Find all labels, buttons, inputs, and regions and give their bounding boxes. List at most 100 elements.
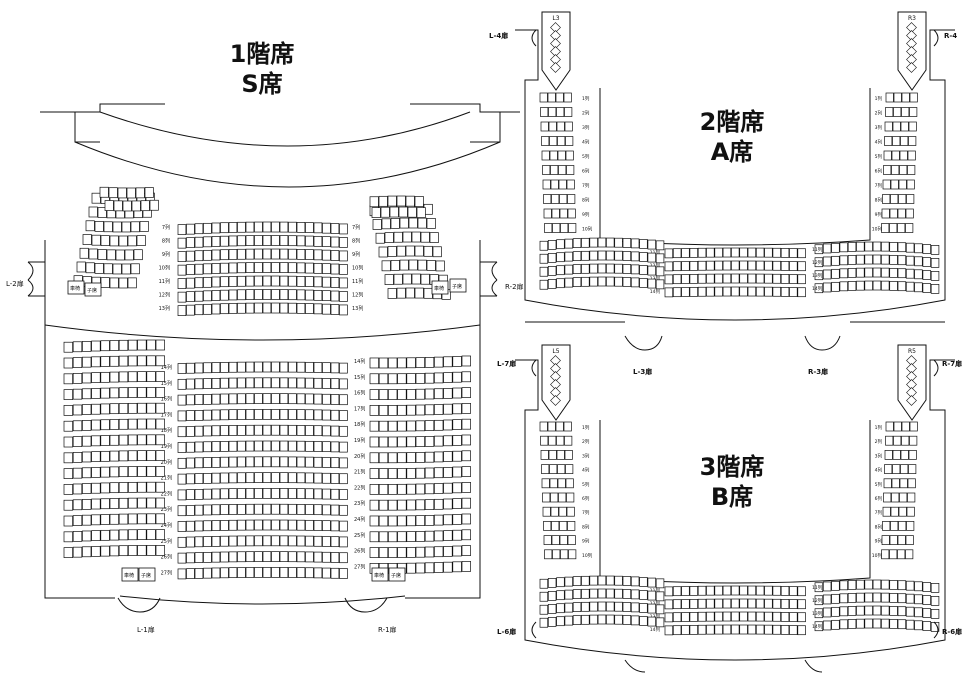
floor3-seat: [566, 506, 575, 517]
floor1-seat: [177, 442, 187, 453]
floor3-seat: [714, 598, 723, 609]
floor1-seat: [279, 275, 289, 287]
floor1-seat: [388, 531, 398, 543]
floor1-seat: [434, 562, 444, 573]
floor3-seat: [882, 521, 891, 531]
floor1-seat: [279, 248, 289, 260]
floor3-seat: [714, 611, 723, 622]
floor3-seat: [872, 618, 882, 629]
floor1-seat: [228, 409, 238, 421]
floor1-door-right-bottom: [344, 597, 388, 613]
floor3-seat: [797, 599, 806, 610]
floor3-seat: [556, 435, 565, 446]
floor2-seat: [689, 248, 698, 258]
floor1-seat: [109, 466, 119, 478]
floor1-seat: [137, 481, 147, 493]
floor1-seat: [237, 221, 246, 233]
floor1-seat: [296, 249, 306, 260]
floor2-seat: [622, 251, 632, 261]
floor1-seat: [424, 357, 435, 368]
floor1-seat: [82, 404, 92, 415]
floor1-seat: [186, 304, 195, 316]
floor3-seat: [639, 577, 648, 587]
floor1-seat: [128, 355, 138, 367]
floor1-seat: [387, 246, 397, 257]
floor2-seat: [706, 286, 715, 297]
floor1-seat: [245, 503, 255, 515]
floor1-seat: [82, 451, 92, 463]
floor1-seat: [146, 513, 156, 525]
floor1-seat: [104, 200, 114, 211]
floor1-seat: [220, 222, 229, 234]
floor3-seat: [914, 620, 923, 631]
row-label: 12列: [650, 262, 661, 269]
floor1-seat: [127, 277, 137, 289]
floor2-seat: [797, 261, 806, 272]
floor3-seat: [893, 435, 902, 446]
floor2-seat: [581, 237, 590, 248]
floor1-seat: [378, 357, 389, 369]
floor1-seat: [155, 450, 165, 461]
floor1-seat: [434, 530, 444, 542]
floor1-seat: [82, 356, 92, 368]
floor1-seat: [63, 499, 73, 511]
row-label: 23列: [161, 506, 172, 513]
floor2-seat: [864, 280, 873, 291]
floor1-seat: [443, 372, 453, 383]
floor3-seat: [739, 624, 748, 635]
floor1-seat: [443, 467, 453, 478]
floor1-seat: [149, 199, 159, 211]
floor2-seat: [882, 194, 891, 204]
floor1-seat: [296, 409, 306, 420]
floor1-seat: [211, 222, 221, 234]
floor1-seat: [296, 222, 306, 233]
floor1-seat: [177, 536, 187, 548]
floor1-seat: [211, 378, 221, 389]
floor2-seat: [839, 281, 848, 292]
floor1-seat: [313, 362, 323, 373]
floor1-seat: [262, 567, 272, 578]
floor1-seat: [322, 536, 331, 547]
floor1-seat: [186, 237, 195, 249]
floor1-seat: [203, 276, 212, 288]
floor3-seat: [547, 591, 557, 601]
floor1-seat: [262, 248, 272, 260]
floor2-seat: [906, 194, 915, 204]
floor3-seat: [559, 521, 568, 531]
floor2-seat: [884, 136, 893, 146]
floor1-seat: [245, 535, 255, 547]
floor1-seat: [279, 551, 289, 562]
floor2-seat: [847, 268, 857, 278]
floor1-seat: [322, 290, 331, 302]
floor2-seat: [630, 264, 640, 275]
floor1-seat: [408, 217, 418, 229]
floor3-side-walls: [599, 420, 871, 568]
floor1-seat: [177, 291, 187, 303]
floor1-seat: [228, 535, 238, 547]
floor3-seat: [549, 478, 558, 489]
floor1-seat: [406, 452, 416, 463]
floor3-seat: [884, 464, 893, 474]
floor2-seat: [839, 242, 848, 253]
row-label: 10列: [582, 226, 593, 233]
floor1-seat: [262, 262, 272, 273]
floor2-seat: [914, 282, 923, 293]
floor3-seat: [544, 549, 553, 560]
floor1-seat: [461, 513, 471, 525]
floor3-seat: [772, 611, 781, 622]
floor3-seat: [847, 619, 857, 629]
floor3-seat: [839, 606, 848, 617]
floor3-seat: [539, 617, 549, 628]
floor2-seat: [907, 165, 916, 175]
floor1-seat: [424, 562, 435, 574]
floor1-seat: [313, 504, 323, 516]
floor1-seat: [443, 561, 453, 573]
floor1-seat: [378, 484, 389, 495]
floor2-seat: [908, 121, 917, 132]
floor2-seat: [889, 223, 898, 233]
floor1-seat: [415, 388, 425, 400]
floor2-seat: [797, 287, 806, 298]
floor2-seat: [898, 194, 907, 204]
floor3-seat: [831, 606, 840, 617]
floor1-seat: [378, 547, 389, 558]
